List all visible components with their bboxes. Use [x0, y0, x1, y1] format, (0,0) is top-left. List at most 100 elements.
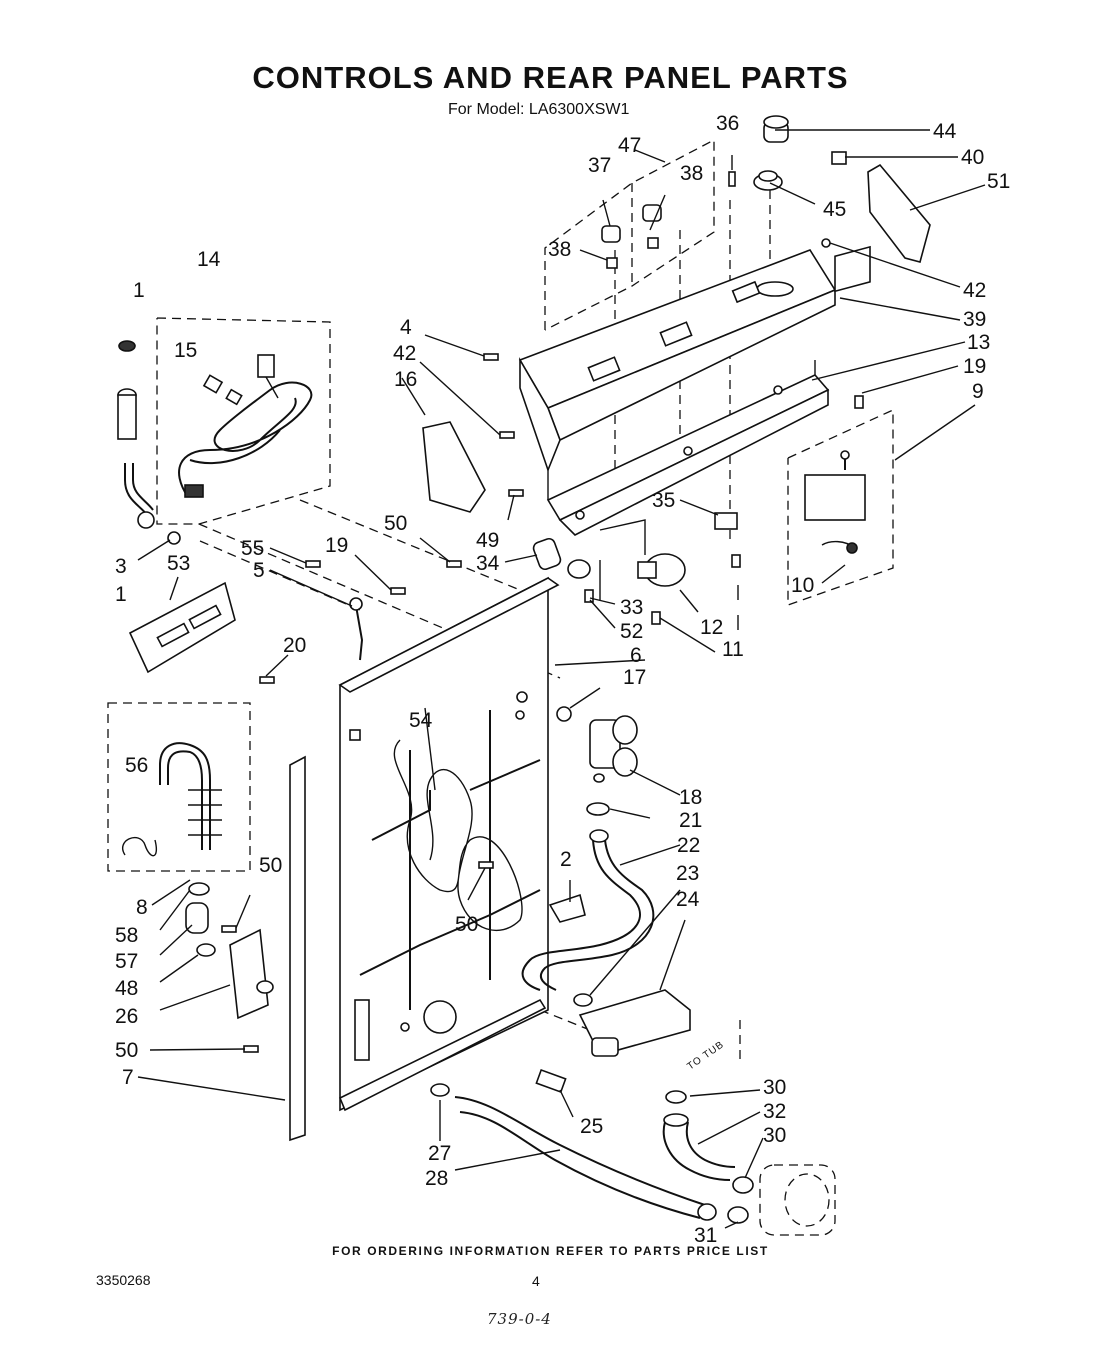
callout: 35: [652, 489, 675, 512]
inlet-hose-parts: [117, 340, 181, 545]
group-box-47: [544, 138, 715, 331]
callout: 7: [122, 1066, 134, 1089]
group-box-14: [156, 317, 331, 525]
callout: 56: [125, 754, 148, 777]
callout: 24: [676, 888, 700, 911]
callout: 37: [588, 154, 611, 177]
callout: 52: [620, 620, 643, 643]
switch-51: [867, 163, 931, 263]
callout: 36: [716, 112, 739, 135]
water-valve-18: [556, 706, 638, 816]
callout: 10: [791, 574, 814, 597]
callout: 4: [400, 316, 412, 339]
callout: 8: [136, 896, 148, 919]
callout: 57: [115, 950, 138, 973]
pump-housing: [759, 1164, 836, 1236]
leader-lines: [137, 129, 986, 1229]
callout: 22: [677, 834, 700, 857]
hose-bracket-53: [128, 581, 236, 674]
capacitor-34: [532, 537, 562, 571]
callout: 50: [455, 913, 478, 936]
callout: 38: [680, 162, 703, 185]
callout: 18: [679, 786, 702, 809]
console-bracket-13: [546, 360, 830, 536]
rear-panel-6: [338, 576, 560, 1112]
handwritten-note: 739-0-4: [487, 1310, 552, 1328]
console-panel-39: [518, 249, 837, 473]
group-box-8: [107, 702, 251, 872]
callout: 30: [763, 1124, 786, 1147]
clip-2: [548, 893, 586, 923]
ordering-note: FOR ORDERING INFORMATION REFER TO PARTS …: [332, 1244, 769, 1258]
callout: 11: [722, 638, 744, 661]
callout: 3: [115, 555, 127, 578]
end-cap-16: [422, 421, 486, 513]
callout: 44: [933, 120, 957, 143]
control-knobs: [601, 115, 931, 269]
callout: 31: [694, 1224, 717, 1247]
callout: 48: [115, 977, 138, 1000]
timer-9: [804, 245, 871, 554]
callout: 42: [963, 279, 986, 302]
model-subtitle: For Model: LA6300XSW1: [448, 101, 630, 118]
callout: 20: [283, 634, 306, 657]
screws: [221, 353, 864, 1053]
callout: 16: [394, 368, 417, 391]
callout: 28: [425, 1167, 448, 1190]
inlet-hose-22: [521, 829, 655, 991]
callout: 55: [241, 537, 264, 560]
callout: 14: [197, 248, 221, 271]
clamp-33: [567, 559, 591, 579]
callout: 17: [623, 666, 646, 689]
callout: 5: [253, 559, 265, 582]
drain-hose-28: [430, 1083, 717, 1221]
callout: 39: [963, 308, 986, 331]
callout: 34: [476, 552, 500, 575]
callout: 32: [763, 1100, 786, 1123]
page-number: 4: [532, 1273, 540, 1289]
wire-harness-54: [393, 739, 523, 931]
callout: 54: [409, 709, 433, 732]
callout: 21: [679, 809, 702, 832]
callout: 15: [174, 339, 197, 362]
callout: 12: [700, 616, 723, 639]
callout: 26: [115, 1005, 138, 1028]
clamp-21: [586, 802, 610, 816]
side-strip-7: [289, 755, 306, 1142]
clamp-30: [665, 1090, 687, 1104]
strain-relief-5: [349, 597, 364, 661]
to-tub-label: TO TUB: [685, 1039, 726, 1072]
hose-connector-58: [185, 882, 216, 957]
washer-17: [556, 706, 572, 722]
callout: 47: [618, 134, 641, 157]
callout: 50: [259, 854, 282, 877]
tub-hose-32: [662, 1090, 754, 1224]
callout: 19: [325, 534, 348, 557]
callout: 58: [115, 924, 138, 947]
callout: 13: [967, 331, 990, 354]
callout: 30: [763, 1076, 786, 1099]
power-cord-14: [178, 354, 313, 498]
document-number: 3350268: [96, 1272, 151, 1288]
callout: 45: [823, 198, 846, 221]
callout: 38: [548, 238, 571, 261]
callout: 25: [580, 1115, 603, 1138]
relay-35: [714, 512, 738, 530]
callout: 1: [115, 583, 127, 606]
callout: 42: [393, 342, 416, 365]
drain-hose-56: [122, 742, 222, 857]
callout: 2: [560, 848, 572, 871]
pump-24: [573, 989, 691, 1057]
callout: 50: [384, 512, 407, 535]
callout: 1: [133, 279, 145, 302]
callout: 40: [961, 146, 984, 169]
clamp-27: [430, 1083, 450, 1097]
console-small-parts: [422, 421, 738, 600]
callout: 53: [167, 552, 190, 575]
clip-25: [535, 1068, 567, 1094]
callout: 23: [676, 862, 699, 885]
callout: 51: [987, 170, 1010, 193]
callout: 50: [115, 1039, 138, 1062]
